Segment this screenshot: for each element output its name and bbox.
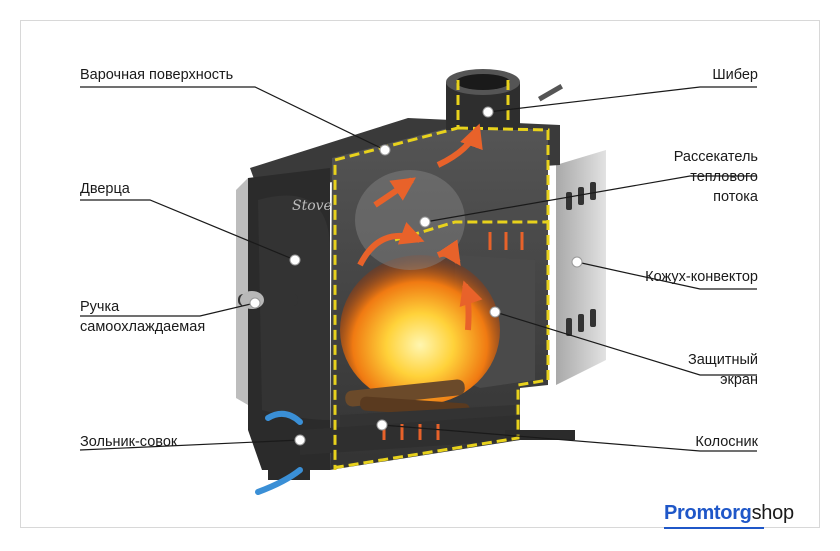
vent-slot xyxy=(578,314,584,332)
hot-arrow xyxy=(357,222,425,267)
label-damper: Шибер xyxy=(712,67,758,83)
stove-door xyxy=(258,195,330,420)
brand-script: Stove xyxy=(292,198,332,214)
damper-handle xyxy=(538,83,564,102)
hot-arrow xyxy=(436,123,483,168)
vent-slot xyxy=(590,309,596,327)
label-screen-line1: Защитный xyxy=(687,352,758,368)
chimney-opening xyxy=(456,74,510,90)
leader-casing xyxy=(576,261,757,290)
label-cooktop: Варочная поверхность xyxy=(80,67,234,83)
logo-underline xyxy=(664,527,764,529)
callout-dot xyxy=(379,144,391,156)
label-casing: Кожух-конвектор xyxy=(645,269,758,285)
label-grate: Колосник xyxy=(695,434,758,450)
cold-air-arrow xyxy=(265,410,303,425)
callout-dot xyxy=(482,106,494,118)
label-door: Дверца xyxy=(80,181,130,197)
hot-arrow xyxy=(459,280,483,331)
image-frame xyxy=(20,20,820,528)
convection-arrows xyxy=(382,232,524,440)
leader-damper xyxy=(487,86,757,113)
callout-dot xyxy=(571,256,583,268)
logo-part1: Promtorg xyxy=(664,502,752,524)
callout-dot xyxy=(489,306,501,318)
fire xyxy=(340,255,500,405)
leader-dots xyxy=(249,106,583,446)
label-divider-line3: потока xyxy=(713,189,758,205)
convector-casing xyxy=(556,150,606,385)
callout-dot xyxy=(249,297,261,309)
vent-slot xyxy=(566,318,572,336)
callout-dot xyxy=(289,254,301,266)
promtorgshop-logo: Promtorgshop xyxy=(664,502,794,525)
vent-slot xyxy=(590,182,596,200)
label-screen-line2: экран xyxy=(720,372,758,388)
ash-pan xyxy=(300,415,520,455)
leader-cooktop xyxy=(80,86,386,151)
label-handle-line1: Ручка xyxy=(80,299,120,315)
leader-door xyxy=(80,199,296,261)
leader-screen xyxy=(494,311,757,376)
label-divider-line1: Рассекатель xyxy=(673,149,758,165)
hot-arrow xyxy=(436,239,461,266)
leader-handle xyxy=(80,302,256,317)
label-divider-line2: теплового xyxy=(690,169,758,185)
cold-air-arrow xyxy=(255,467,303,495)
hot-arrows xyxy=(357,123,483,331)
leader-grate xyxy=(381,424,757,452)
hot-arrow xyxy=(373,177,416,208)
label-handle-line2: самоохлаждаемая xyxy=(80,319,206,335)
leader-ash-pan xyxy=(79,439,301,451)
vent-slot xyxy=(578,187,584,205)
cutaway-outline xyxy=(331,80,550,470)
casing-vents xyxy=(566,182,596,336)
label-ash-pan: Зольник-совок xyxy=(80,434,178,450)
callout-dot xyxy=(419,216,431,228)
callout-dot xyxy=(376,419,388,431)
callout-dot xyxy=(294,434,306,446)
cold-arrows xyxy=(255,410,303,495)
stove-leg xyxy=(505,430,575,440)
vent-slot xyxy=(566,192,572,210)
left-casing xyxy=(236,178,248,405)
logo-part2: shop xyxy=(751,502,794,524)
leader-lines xyxy=(79,86,757,452)
leader-divider xyxy=(424,175,757,223)
